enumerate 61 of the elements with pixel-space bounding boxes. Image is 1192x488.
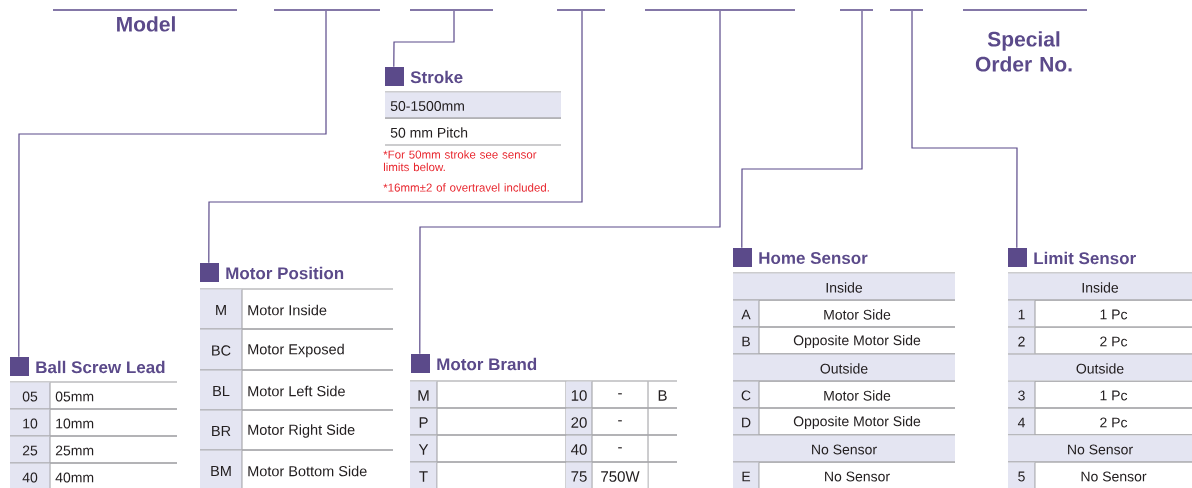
table-cell: BR bbox=[200, 410, 242, 450]
table-cell: Motor Inside bbox=[248, 304, 327, 316]
table-cell: 75 bbox=[566, 462, 592, 488]
table-cell: 20 bbox=[566, 408, 592, 435]
table-cell: 50-1500mm bbox=[385, 92, 561, 118]
table-cell: - bbox=[618, 420, 622, 422]
table-cell: Opposite Motor Side bbox=[793, 416, 921, 430]
table-cell: 10 bbox=[566, 381, 592, 408]
connector-line bbox=[419, 10, 721, 355]
table-cell: 40mm bbox=[55, 472, 94, 483]
table-cell: Motor Side bbox=[824, 390, 891, 401]
table-cell: BL bbox=[200, 370, 242, 410]
table-cell: - bbox=[618, 447, 622, 449]
table-cell: 1 Pc bbox=[1100, 390, 1128, 401]
table-cell: Motor Bottom Side bbox=[248, 465, 367, 477]
section-heading: Stroke bbox=[410, 70, 463, 84]
table-cell: BC bbox=[200, 329, 242, 370]
table-cell: No Sensor bbox=[1081, 471, 1147, 482]
note-text: *For 50mm stroke see sensor limits below. bbox=[383, 150, 537, 172]
connector-line bbox=[208, 10, 583, 264]
table-cell: Motor Exposed bbox=[248, 343, 344, 358]
table-cell: E bbox=[733, 462, 759, 488]
table-cell: 2 Pc bbox=[1100, 336, 1128, 347]
table-cell: 05 bbox=[10, 382, 50, 409]
table-cell: 50 mm Pitch bbox=[390, 127, 468, 138]
table-cell: M bbox=[200, 289, 242, 329]
connector-line bbox=[393, 10, 455, 68]
table-cell: 5 bbox=[1008, 462, 1035, 488]
connector-line bbox=[18, 10, 327, 358]
table-cell: 40 bbox=[566, 435, 592, 462]
table-cell: No Sensor bbox=[825, 471, 890, 482]
table-cell: B bbox=[658, 390, 667, 401]
section-heading: Motor Brand bbox=[437, 357, 537, 371]
table-cell: BM bbox=[200, 450, 242, 488]
field-label: Special Order No. bbox=[975, 31, 1072, 72]
note-text: *16mm±2 of overtravel included. bbox=[383, 183, 549, 192]
table-cell: 2 Pc bbox=[1100, 417, 1128, 428]
connector-line bbox=[911, 10, 1018, 249]
table-cell: Motor Right Side bbox=[248, 424, 355, 438]
section-heading: Ball Screw Lead bbox=[36, 360, 165, 374]
section-heading: Limit Sensor bbox=[1034, 251, 1136, 265]
table-cell: 05mm bbox=[55, 391, 94, 402]
table-cell: 10mm bbox=[56, 418, 94, 429]
section-heading: Motor Position bbox=[226, 266, 344, 280]
table-cell: B bbox=[733, 327, 759, 354]
table-cell: Motor Left Side bbox=[248, 385, 345, 397]
connector-line bbox=[741, 10, 863, 249]
table-cell: Motor Side bbox=[824, 309, 891, 320]
table-cell: 40 bbox=[10, 463, 50, 488]
table-cell: D bbox=[733, 408, 759, 435]
table-cell: Opposite Motor Side bbox=[793, 335, 921, 349]
table-cell: C bbox=[733, 381, 759, 408]
section-heading: Home Sensor bbox=[759, 252, 868, 265]
table-cell: A bbox=[733, 300, 759, 327]
table-cell: 25 bbox=[10, 436, 50, 463]
table-cell: 750W bbox=[601, 471, 640, 482]
table-cell: 1 Pc bbox=[1100, 309, 1128, 320]
table-cell: - bbox=[618, 393, 622, 395]
field-label: Model bbox=[117, 16, 175, 32]
table-cell: 25mm bbox=[55, 445, 94, 456]
table-cell: 10 bbox=[10, 409, 50, 436]
